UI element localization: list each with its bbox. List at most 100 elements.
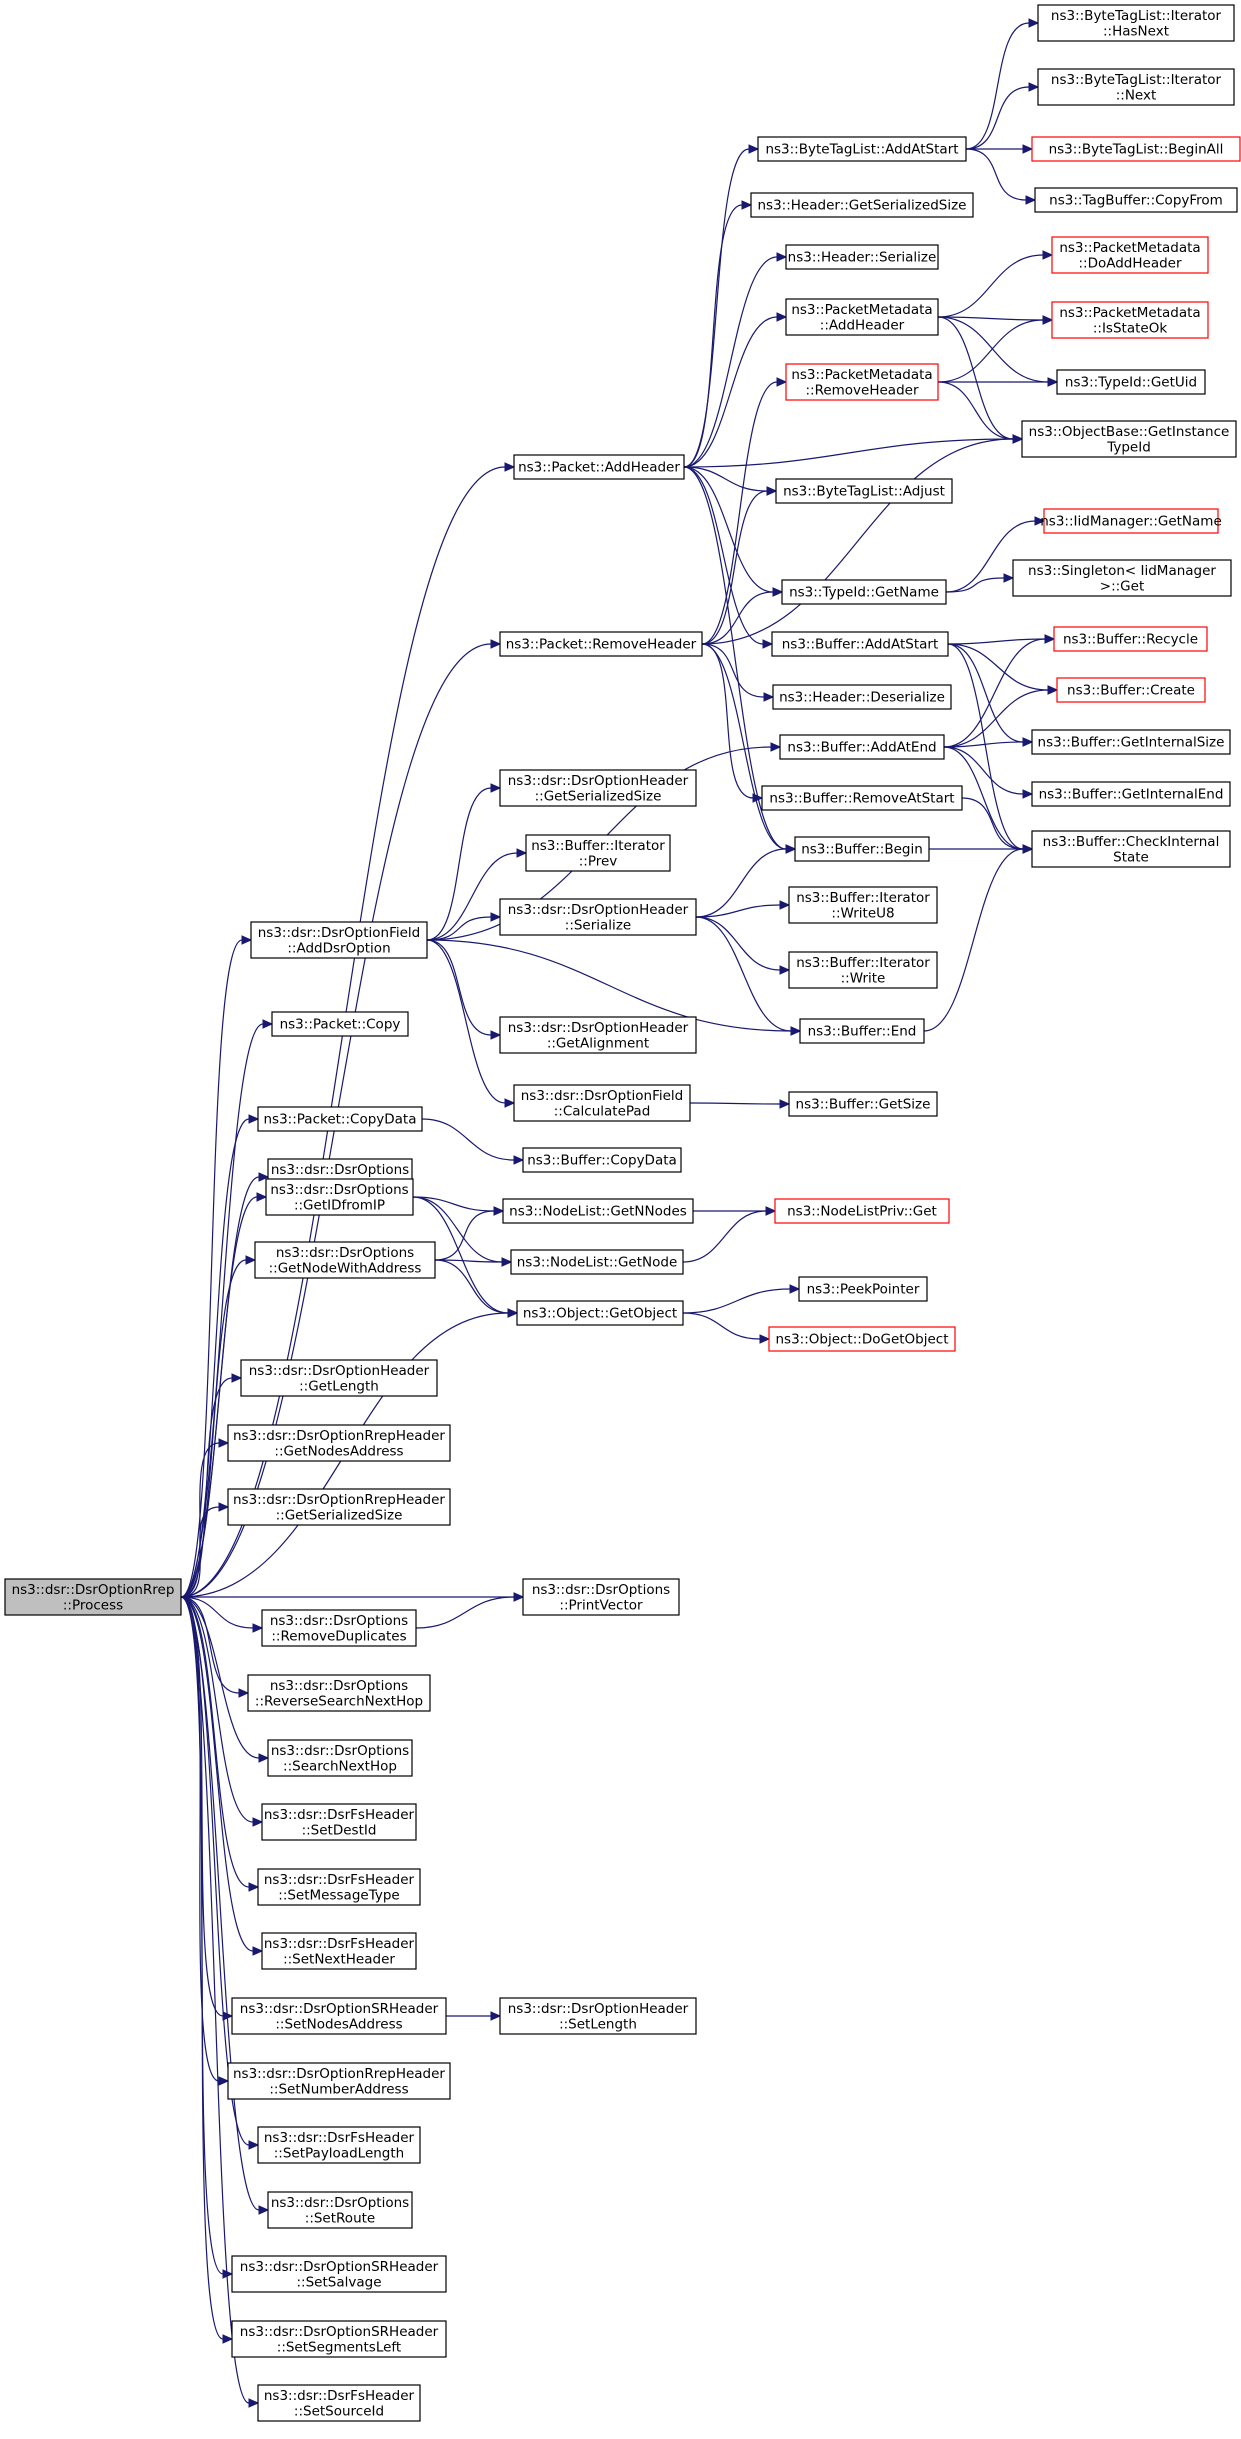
node-rrep_getnodesaddr[interactable]: ns3::dsr::DsrOptionRrepHeader::GetNodesA… bbox=[227, 1424, 451, 1462]
node-box-buf_addatstart bbox=[771, 631, 949, 657]
node-reversesearch[interactable]: ns3::dsr::DsrOptions::ReverseSearchNextH… bbox=[247, 1674, 431, 1712]
arrowhead-pk_addheader-to-hdr_serialize bbox=[776, 252, 788, 262]
arrowhead-root-to-setmsgtype bbox=[248, 1882, 260, 1892]
node-buf_end[interactable]: ns3::Buffer::End bbox=[799, 1018, 925, 1044]
node-nl_getnnodes[interactable]: ns3::NodeList::GetNNodes bbox=[502, 1198, 694, 1224]
node-buf_recycle[interactable]: ns3::Buffer::Recycle bbox=[1053, 626, 1208, 652]
arrowhead-pk_removeheader-to-hdr_deserialize bbox=[763, 692, 775, 702]
node-rrep_getserial[interactable]: ns3::dsr::DsrOptionRrepHeader::GetSerial… bbox=[227, 1488, 451, 1526]
node-optfield_calcpad[interactable]: ns3::dsr::DsrOptionField::CalculatePad bbox=[513, 1084, 691, 1122]
edge-pm_removeheader-to-objbase_getinst bbox=[937, 381, 1014, 440]
node-nl_getnode[interactable]: ns3::NodeList::GetNode bbox=[510, 1249, 684, 1275]
node-btl_addatstart[interactable]: ns3::ByteTagList::AddAtStart bbox=[757, 136, 967, 162]
node-pm_removeheader[interactable]: ns3::PacketMetadata::RemoveHeader bbox=[785, 363, 939, 401]
node-hdr_serialize[interactable]: ns3::Header::Serialize bbox=[785, 244, 939, 270]
node-buf_addatend[interactable]: ns3::Buffer::AddAtEnd bbox=[779, 734, 945, 760]
node-nlpriv_get[interactable]: ns3::NodeListPriv::Get bbox=[774, 1198, 950, 1224]
edge-pk_addheader-to-pm_addheader bbox=[683, 316, 778, 468]
node-hdr_deserialize[interactable]: ns3::Header::Deserialize bbox=[772, 684, 952, 710]
node-box-btl_adjust bbox=[775, 478, 953, 504]
node-btl_beginall[interactable]: ns3::ByteTagList::BeginAll bbox=[1031, 136, 1241, 162]
edge-obj_getobject-to-peekpointer bbox=[682, 1288, 791, 1314]
node-label: ns3::dsr::DsrOptions bbox=[276, 1245, 414, 1261]
node-buf_it_writeu8[interactable]: ns3::Buffer::Iterator::WriteU8 bbox=[788, 886, 938, 924]
arrowhead-root-to-removedup bbox=[252, 1623, 264, 1633]
node-label: ns3::Buffer::CopyData bbox=[527, 1153, 677, 1169]
node-printvector[interactable]: ns3::dsr::DsrOptions::PrintVector bbox=[522, 1578, 680, 1616]
edge-pk_addheader-to-hdr_getserial bbox=[683, 204, 743, 468]
node-optheader_serialize[interactable]: ns3::dsr::DsrOptionHeader::Serialize bbox=[499, 898, 697, 936]
node-btl_it_next[interactable]: ns3::ByteTagList::Iterator::Next bbox=[1037, 68, 1235, 106]
node-btl_adjust[interactable]: ns3::ByteTagList::Adjust bbox=[775, 478, 953, 504]
node-buf_removeatstart[interactable]: ns3::Buffer::RemoveAtStart bbox=[761, 785, 963, 811]
edge-pk_addheader-to-buf_begin bbox=[683, 466, 787, 850]
node-pm_doaddheader[interactable]: ns3::PacketMetadata::DoAddHeader bbox=[1051, 236, 1209, 274]
edge-buf_addatstart-to-buf_checkstate bbox=[947, 643, 1024, 850]
node-typeid_getname[interactable]: ns3::TypeId::GetName bbox=[781, 579, 947, 605]
node-label: ::SetNextHeader bbox=[283, 1951, 395, 1967]
node-getidfromip[interactable]: ns3::dsr::DsrOptions::GetIDfromIP bbox=[265, 1178, 414, 1216]
node-setdestid[interactable]: ns3::dsr::DsrFsHeader::SetDestId bbox=[261, 1803, 417, 1841]
node-pm_isstateok[interactable]: ns3::PacketMetadata::IsStateOk bbox=[1051, 301, 1209, 339]
node-buf_getsize[interactable]: ns3::Buffer::GetSize bbox=[788, 1091, 938, 1117]
node-iid_getname[interactable]: ns3::IidManager::GetName bbox=[1040, 508, 1222, 534]
edge-pm_addheader-to-objbase_getinst bbox=[937, 316, 1014, 440]
node-buf_it_prev[interactable]: ns3::Buffer::Iterator::Prev bbox=[525, 834, 671, 872]
node-pm_addheader[interactable]: ns3::PacketMetadata::AddHeader bbox=[785, 298, 939, 336]
node-obj_getobject[interactable]: ns3::Object::GetObject bbox=[516, 1300, 684, 1326]
node-buf_getintsize[interactable]: ns3::Buffer::GetInternalSize bbox=[1031, 729, 1231, 755]
node-root[interactable]: ns3::dsr::DsrOptionRrep::Process bbox=[4, 1578, 182, 1616]
node-addDsrOption[interactable]: ns3::dsr::DsrOptionField::AddDsrOption bbox=[250, 921, 428, 959]
node-box-pm_addheader bbox=[785, 298, 939, 336]
node-sr_setsegleft[interactable]: ns3::dsr::DsrOptionSRHeader::SetSegments… bbox=[231, 2320, 447, 2358]
node-pk_removeheader[interactable]: ns3::Packet::RemoveHeader bbox=[499, 631, 703, 657]
node-getnodewithaddr[interactable]: ns3::dsr::DsrOptions::GetNodeWithAddress bbox=[254, 1241, 436, 1279]
node-setnextheader[interactable]: ns3::dsr::DsrFsHeader::SetNextHeader bbox=[261, 1932, 417, 1970]
node-setroute[interactable]: ns3::dsr::DsrOptions::SetRoute bbox=[267, 2191, 413, 2229]
node-optheader_getserial[interactable]: ns3::dsr::DsrOptionHeader::GetSerialized… bbox=[499, 769, 697, 807]
node-label: ::RemoveHeader bbox=[805, 382, 918, 398]
node-label: ns3::PacketMetadata bbox=[791, 302, 932, 318]
node-pk_addheader[interactable]: ns3::Packet::AddHeader bbox=[513, 454, 685, 480]
node-setsourceid[interactable]: ns3::dsr::DsrFsHeader::SetSourceId bbox=[257, 2384, 421, 2422]
node-buf_copydata[interactable]: ns3::Buffer::CopyData bbox=[522, 1147, 682, 1173]
node-box-buf_getintsize bbox=[1031, 729, 1231, 755]
node-label: ns3::NodeList::GetNode bbox=[517, 1255, 678, 1271]
node-tagbuf_copyfrom[interactable]: ns3::TagBuffer::CopyFrom bbox=[1034, 187, 1238, 213]
edge-root-to-pk_copydata bbox=[180, 1118, 250, 1598]
node-btl_it_hasnext[interactable]: ns3::ByteTagList::Iterator::HasNext bbox=[1037, 4, 1235, 42]
node-label: ::Next bbox=[1116, 87, 1157, 103]
node-singleton_get[interactable]: ns3::Singleton< IidManager>::Get bbox=[1012, 559, 1232, 597]
node-buf_it_write[interactable]: ns3::Buffer::Iterator::Write bbox=[788, 951, 938, 989]
node-optheader_setlength[interactable]: ns3::dsr::DsrOptionHeader::SetLength bbox=[499, 1997, 697, 2035]
node-sr_setnodesaddr[interactable]: ns3::dsr::DsrOptionSRHeader::SetNodesAdd… bbox=[231, 1997, 447, 2035]
node-label: ::GetSerializedSize bbox=[535, 788, 662, 804]
node-pk_copy[interactable]: ns3::Packet::Copy bbox=[271, 1011, 409, 1037]
node-label: ns3::Buffer::CheckInternal bbox=[1043, 834, 1220, 850]
node-box-nl_getnnodes bbox=[502, 1198, 694, 1224]
node-setpayloadlen[interactable]: ns3::dsr::DsrFsHeader::SetPayloadLength bbox=[257, 2126, 421, 2164]
node-peekpointer[interactable]: ns3::PeekPointer bbox=[798, 1276, 928, 1302]
node-buf_getintend[interactable]: ns3::Buffer::GetInternalEnd bbox=[1031, 781, 1231, 807]
node-buf_begin[interactable]: ns3::Buffer::Begin bbox=[794, 836, 930, 862]
node-sr_setsalvage[interactable]: ns3::dsr::DsrOptionSRHeader::SetSalvage bbox=[231, 2255, 447, 2293]
node-searchnexthop[interactable]: ns3::dsr::DsrOptions::SearchNextHop bbox=[267, 1739, 413, 1777]
node-label: ns3::PacketMetadata bbox=[1059, 240, 1200, 256]
node-rrep_setnumaddr[interactable]: ns3::dsr::DsrOptionRrepHeader::SetNumber… bbox=[227, 2062, 451, 2100]
arrowhead-root-to-rrep_setnumaddr bbox=[218, 2076, 230, 2086]
node-typeid_getuid[interactable]: ns3::TypeId::GetUid bbox=[1056, 369, 1206, 395]
node-pk_copydata[interactable]: ns3::Packet::CopyData bbox=[257, 1106, 423, 1132]
edge-pk_copydata-to-buf_copydata bbox=[421, 1118, 515, 1161]
node-hdr_getserial[interactable]: ns3::Header::GetSerializedSize bbox=[750, 192, 974, 218]
node-optheader_getalign[interactable]: ns3::dsr::DsrOptionHeader::GetAlignment bbox=[499, 1016, 697, 1054]
node-obj_dogetobject[interactable]: ns3::Object::DoGetObject bbox=[768, 1326, 956, 1352]
node-setmsgtype[interactable]: ns3::dsr::DsrFsHeader::SetMessageType bbox=[257, 1868, 421, 1906]
edge-addDsrOption-to-optheader_getserial bbox=[426, 787, 492, 941]
node-buf_create[interactable]: ns3::Buffer::Create bbox=[1056, 677, 1206, 703]
node-removedup[interactable]: ns3::dsr::DsrOptions::RemoveDuplicates bbox=[261, 1609, 417, 1647]
node-optheader_getlength[interactable]: ns3::dsr::DsrOptionHeader::GetLength bbox=[240, 1359, 438, 1397]
arrowhead-pk_addheader-to-hdr_getserial bbox=[741, 200, 753, 210]
node-buf_addatstart[interactable]: ns3::Buffer::AddAtStart bbox=[771, 631, 949, 657]
